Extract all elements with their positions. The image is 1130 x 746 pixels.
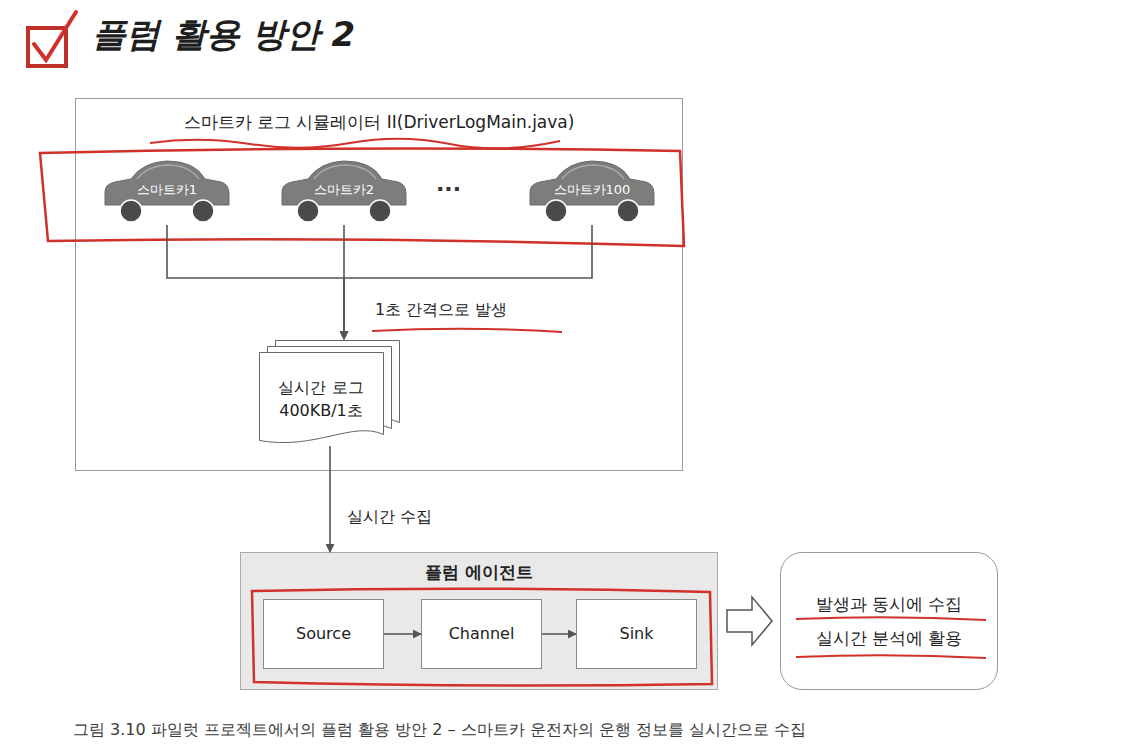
car-wheel xyxy=(120,200,142,222)
car-body xyxy=(282,161,406,205)
car-body xyxy=(105,161,229,205)
log-document: 실시간 로그400KB/1초 xyxy=(259,339,401,446)
simulator-box: 스마트카 로그 시뮬레이터 II(DriverLogMain.java) 스마트카… xyxy=(75,98,683,471)
process-box: Sink xyxy=(576,599,697,669)
car-roof xyxy=(562,165,624,179)
node-text: 스마트카 로그 시뮬레이터 II(DriverLogMain.java) xyxy=(184,111,575,133)
document-page xyxy=(260,353,384,443)
car-wheel xyxy=(545,200,567,222)
text-area: 실시간 로그400KB/1초 xyxy=(259,371,383,429)
ellipsis-label: ... xyxy=(436,170,461,199)
node-text: 실시간 로그 xyxy=(278,378,363,399)
text-area: Sink xyxy=(577,600,696,668)
car-wheel xyxy=(369,200,391,222)
annotation-loop xyxy=(40,148,684,246)
text-area: 스마트카 로그 시뮬레이터 II(DriverLogMain.java) xyxy=(76,107,682,137)
edge-label: 실시간 수집 xyxy=(345,507,434,528)
result-box: 발생과 동시에 수집실시간 분석에 활용 xyxy=(780,552,998,690)
flow-arrow xyxy=(329,446,331,552)
text-area: 발생과 동시에 수집실시간 분석에 활용 xyxy=(781,553,997,689)
check-mark xyxy=(34,12,76,60)
car-label: 스마트카1 xyxy=(137,182,197,199)
text-area: 스마트카100 xyxy=(536,180,648,200)
annotation-underline xyxy=(150,139,560,149)
car-roof xyxy=(314,165,376,179)
annotation-loop xyxy=(252,589,712,686)
figure-caption: 그림 3.10 파일럿 프로젝트에서의 플럼 활용 방안 2 – 스마트카 운전… xyxy=(73,720,806,741)
flow-arrow xyxy=(542,633,576,635)
car-label: 스마트카100 xyxy=(554,182,631,199)
car-wheel xyxy=(617,200,639,222)
annotation-underline xyxy=(796,617,986,620)
car-wheel xyxy=(297,200,319,222)
agent-box: 플럼 에이전트 Source Channel Sink xyxy=(240,552,718,690)
car-wheel xyxy=(192,200,214,222)
text-area: Channel xyxy=(422,600,541,668)
node-text: 발생과 동시에 수집 xyxy=(816,593,963,615)
text-area: 스마트카2 xyxy=(288,180,400,200)
edge-label: 1초 간격으로 발생 xyxy=(373,300,509,321)
node-text: 플럼 에이전트 xyxy=(425,561,533,583)
checkbox-mark xyxy=(28,28,66,66)
car-label: 스마트카2 xyxy=(314,182,374,199)
process-box: Source xyxy=(263,599,384,669)
annotation-underline xyxy=(372,329,562,332)
flow-arrow xyxy=(167,225,344,339)
car-icon: 스마트카100 xyxy=(526,159,658,225)
car-body xyxy=(530,161,654,205)
node-text: Channel xyxy=(449,624,515,645)
flow-arrow xyxy=(384,633,421,635)
flow-arrow xyxy=(343,225,345,339)
car-icon: 스마트카2 xyxy=(278,159,410,225)
text-area: Source xyxy=(264,600,383,668)
flow-arrow xyxy=(344,225,592,339)
slide-title: 플럼 활용 방안 2 xyxy=(92,12,355,56)
text-area: 스마트카1 xyxy=(111,180,223,200)
car-roof xyxy=(137,165,199,179)
block-arrow xyxy=(727,597,772,645)
car-icon: 스마트카1 xyxy=(101,159,233,225)
node-text: Source xyxy=(296,624,351,645)
node-text: 실시간 분석에 활용 xyxy=(816,627,963,649)
text-area: 플럼 에이전트 xyxy=(241,558,717,586)
annotation-underline xyxy=(796,655,986,658)
node-text: 400KB/1초 xyxy=(279,401,363,422)
node-text: Sink xyxy=(619,624,653,645)
process-box: Channel xyxy=(421,599,542,669)
